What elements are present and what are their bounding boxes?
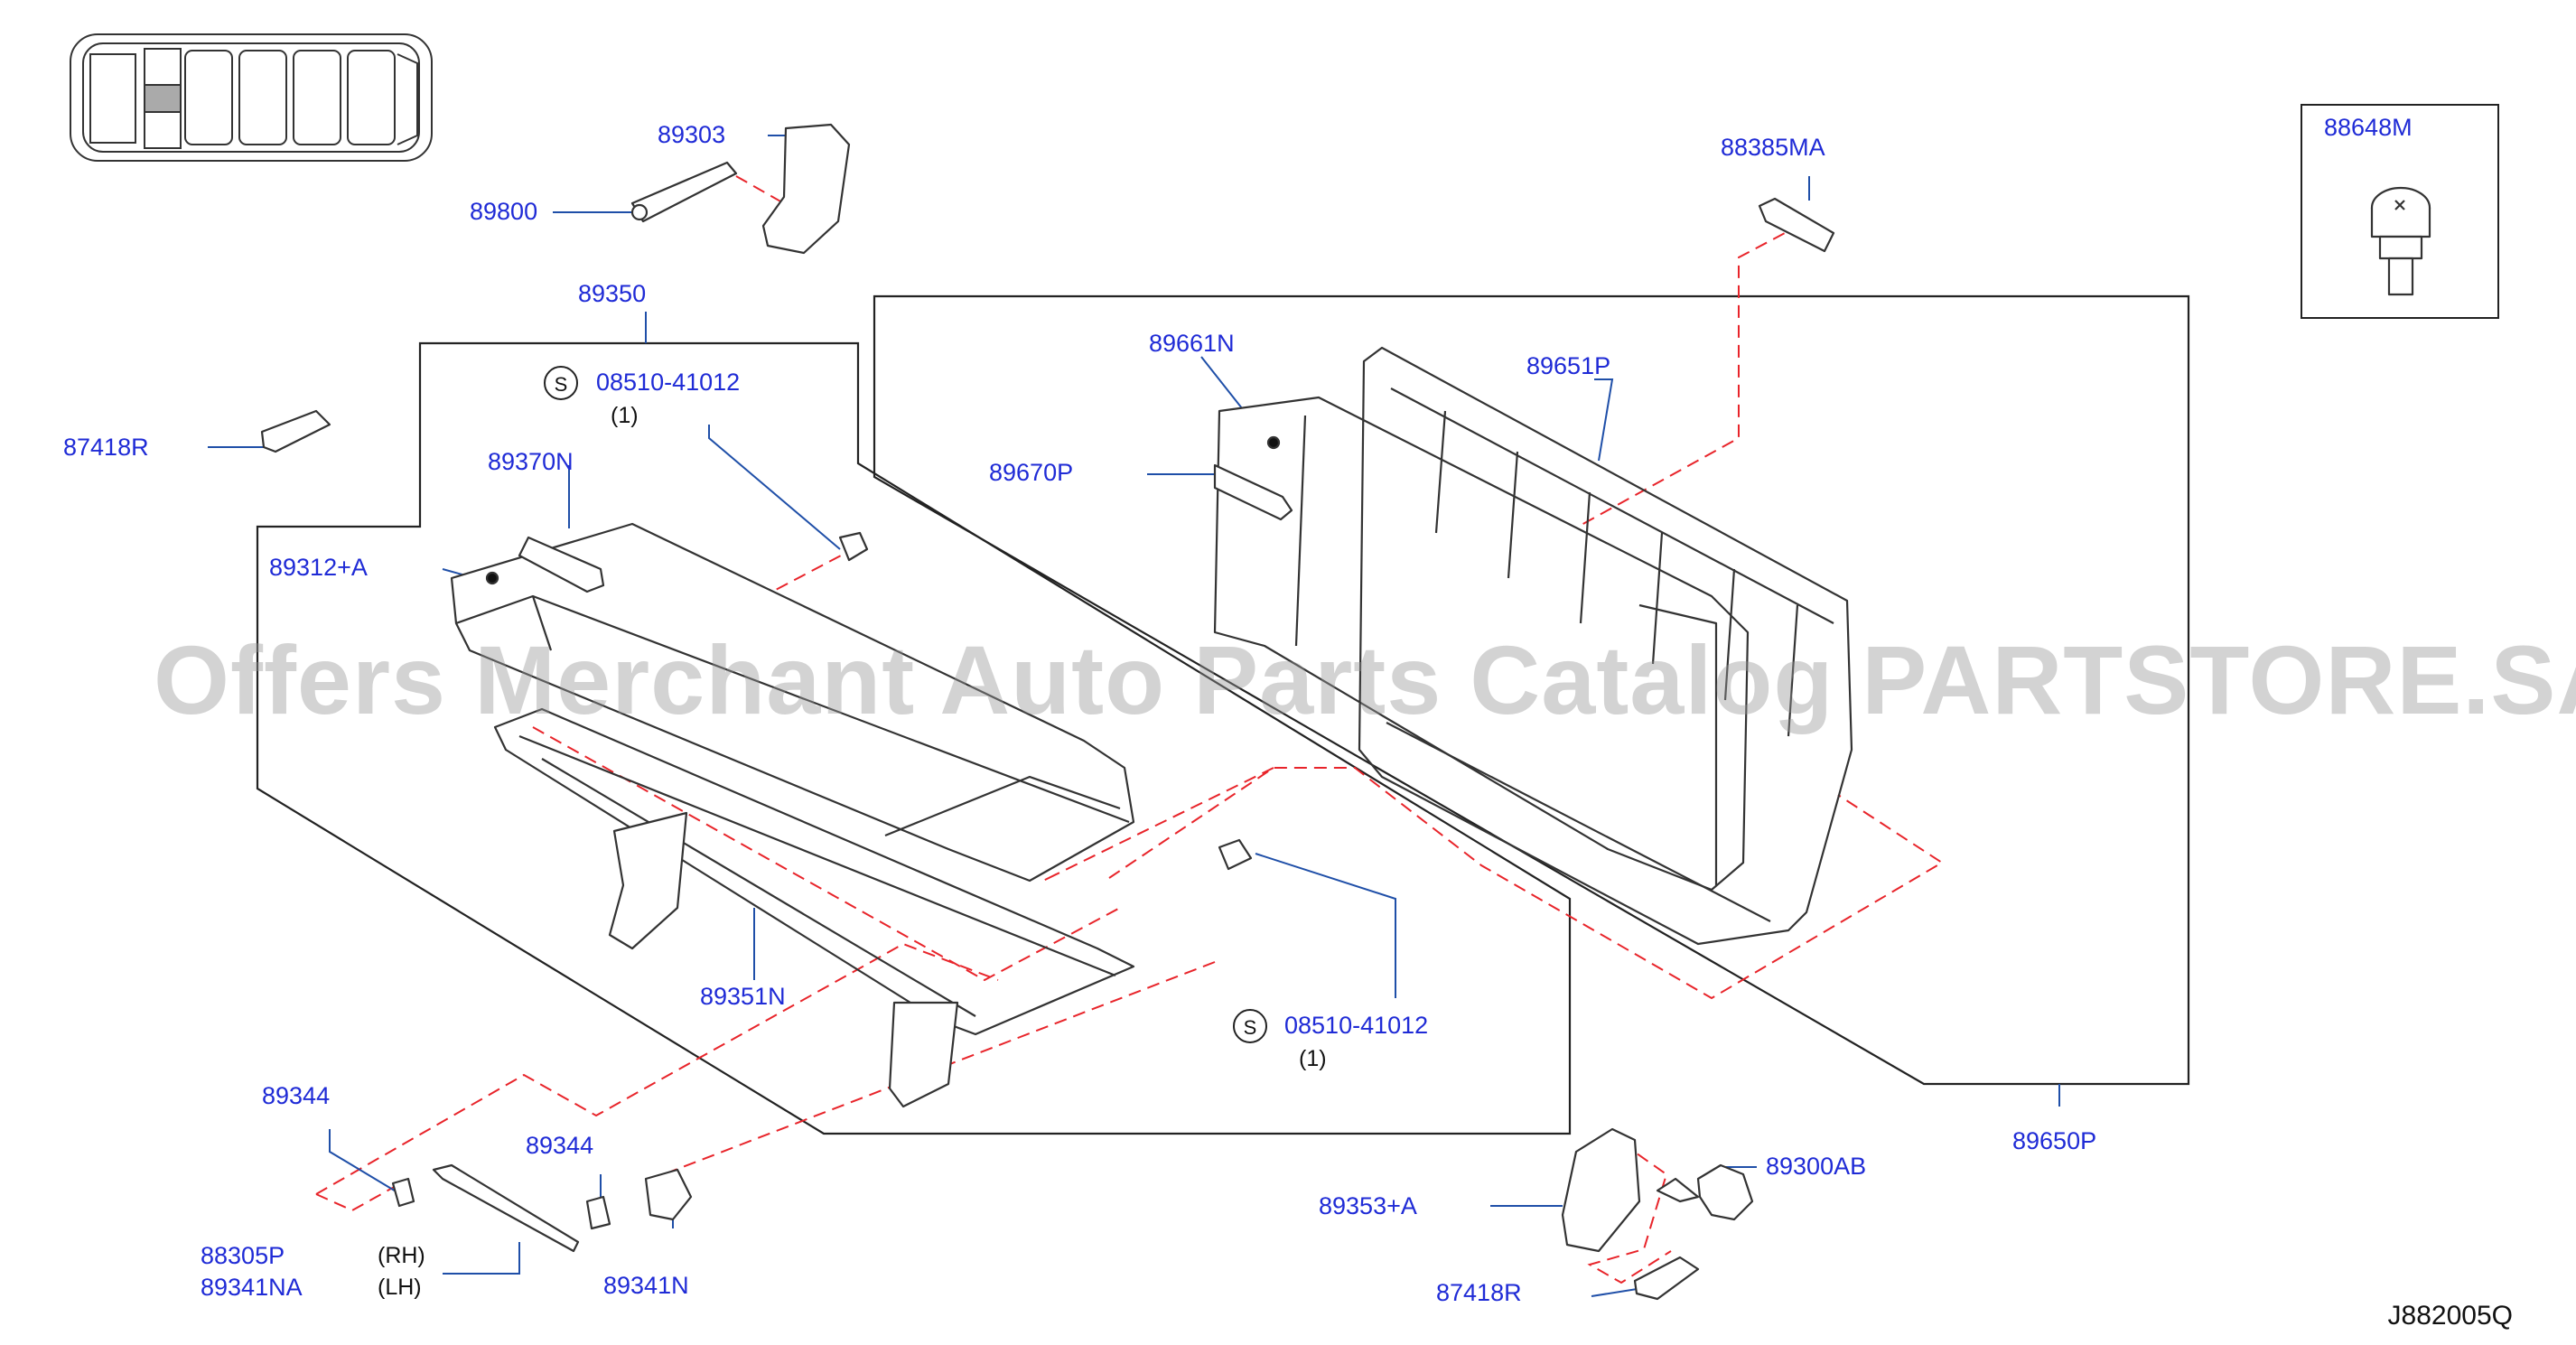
quantity-top: (1) <box>611 403 639 428</box>
part-label-89344-a[interactable]: 89344 <box>262 1082 331 1109</box>
rod-88305p-icon <box>432 1163 580 1253</box>
parts-artwork <box>260 123 2431 1301</box>
part-label-87418r-top[interactable]: 87418R <box>63 434 149 461</box>
part-label-89303[interactable]: 89303 <box>658 121 726 148</box>
quantity-bottom: (1) <box>1299 1046 1327 1071</box>
clip-89344-a-icon <box>391 1177 415 1208</box>
part-label-08510-top[interactable]: 08510-41012 <box>596 369 741 396</box>
watermark: Offers Merchant Auto Parts Catalog PARTS… <box>154 625 2576 734</box>
clip-88385ma-icon <box>1758 197 1835 253</box>
screw-bottom-icon <box>1218 838 1253 871</box>
part-label-88648m[interactable]: 88648M <box>2324 114 2413 141</box>
part-label-89341na[interactable]: 89341NA <box>201 1274 303 1301</box>
part-label-89670p[interactable]: 89670P <box>989 459 1074 486</box>
bracket-89303-icon <box>761 123 851 255</box>
standard-part-symbol-bottom: S <box>1233 1009 1267 1043</box>
part-label-88385ma[interactable]: 88385MA <box>1721 134 1825 161</box>
part-label-89312a[interactable]: 89312+A <box>269 554 368 581</box>
clip-88648m-icon <box>2370 186 2431 296</box>
part-label-89351n[interactable]: 89351N <box>700 983 786 1010</box>
part-label-87418r-bottom[interactable]: 87418R <box>1436 1279 1522 1306</box>
knob-87418r-icon <box>260 409 331 453</box>
part-label-89300ab[interactable]: 89300AB <box>1766 1153 1867 1180</box>
seat-cushion-icon <box>450 522 1135 883</box>
part-label-89350[interactable]: 89350 <box>578 280 647 307</box>
seat-frame-icon <box>493 707 1135 1036</box>
variant-lh: (LH) <box>378 1275 422 1300</box>
rod-89800-icon <box>630 161 738 223</box>
dashed-leaders <box>315 175 1944 1284</box>
knob-87418r-bottom-icon <box>1633 1256 1700 1301</box>
part-label-89341n[interactable]: 89341N <box>603 1272 689 1299</box>
part-label-89800[interactable]: 89800 <box>470 198 538 225</box>
screw-top-icon <box>838 531 869 562</box>
standard-part-symbol-top: S <box>544 366 578 400</box>
part-label-89353a[interactable]: 89353+A <box>1319 1192 1417 1219</box>
part-label-89370n[interactable]: 89370N <box>488 448 574 475</box>
assembly-frames <box>256 104 2499 1135</box>
part-label-88305p[interactable]: 88305P <box>201 1242 285 1269</box>
part-label-08510-bottom[interactable]: 08510-41012 <box>1284 1012 1429 1039</box>
part-label-89661n[interactable]: 89661N <box>1149 330 1235 357</box>
latch-89341n-icon <box>644 1168 693 1221</box>
seat-back-frame-icon <box>1358 346 1853 946</box>
bolt-89300ab-icon <box>1696 1163 1754 1221</box>
part-label-89651p[interactable]: 89651P <box>1526 352 1611 379</box>
part-label-89344-b[interactable]: 89344 <box>526 1132 594 1159</box>
bracket-89353a-icon <box>1561 1127 1641 1253</box>
diagram-code: J882005Q <box>2387 1301 2513 1331</box>
clip-89344-b-icon <box>585 1195 611 1230</box>
variant-rh: (RH) <box>378 1243 425 1268</box>
part-label-89650p[interactable]: 89650P <box>2012 1127 2097 1154</box>
vehicle-thumbnail-icon <box>70 33 433 162</box>
